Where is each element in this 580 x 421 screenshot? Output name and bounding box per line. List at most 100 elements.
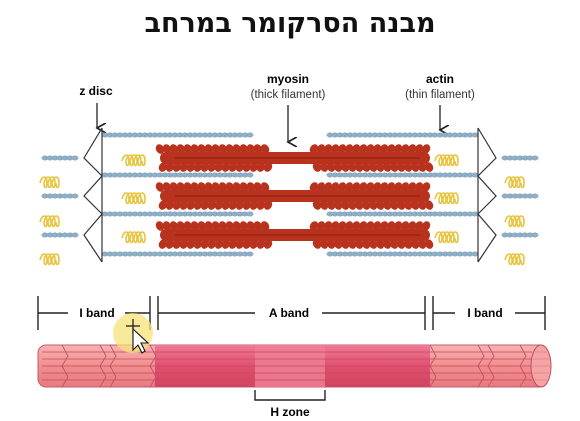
myosin-head [218, 221, 228, 231]
myosin-head [211, 221, 221, 231]
myosin-head [407, 144, 417, 154]
myosin-head [354, 162, 364, 172]
myosin-head [379, 182, 389, 192]
myosin-head [319, 162, 329, 172]
titin-spring [434, 231, 459, 244]
myosin-head [358, 182, 368, 192]
myosin-head [197, 221, 207, 231]
actin-bead [246, 211, 254, 217]
myosin-head [312, 162, 322, 172]
myosin-head [354, 200, 364, 210]
myosin-head [330, 221, 340, 231]
myosin-head [344, 182, 354, 192]
myosin-head [179, 239, 189, 249]
myosin-head [165, 200, 175, 210]
z-disc-line [83, 127, 103, 263]
myosin-head [372, 221, 382, 231]
myosin-head [351, 221, 361, 231]
myosin-head [372, 182, 382, 192]
myosin-head [361, 200, 371, 210]
myosin-head [396, 162, 406, 172]
myosin-head [253, 182, 263, 192]
myosin-head [197, 182, 207, 192]
myosin-head [316, 182, 326, 192]
move-cursor-icon [113, 313, 153, 354]
myosin-head [368, 239, 378, 249]
myosin-head [421, 221, 431, 231]
myosin-head [260, 144, 270, 154]
myosin-head [232, 221, 242, 231]
myosin-head [260, 182, 270, 192]
myosin-head [410, 239, 420, 249]
myosin-head [414, 182, 424, 192]
myosin-head [326, 239, 336, 249]
myosin-head [242, 239, 252, 249]
myosin-head [165, 162, 175, 172]
actin-bead [246, 251, 254, 257]
myosin-head [365, 182, 375, 192]
myosin-head [323, 144, 333, 154]
myosin-head [214, 200, 224, 210]
myosin-head [389, 162, 399, 172]
titin-spring [121, 231, 146, 244]
titin-spring [504, 215, 525, 228]
page-title: מבנה הסרקומר במרחב [144, 8, 436, 39]
actin-sublabel: (thin filament) [405, 89, 475, 101]
myosin-head [365, 144, 375, 154]
myosin-head [172, 162, 182, 172]
myosin-head [375, 162, 385, 172]
myosin-head [186, 239, 196, 249]
myosin-head [176, 144, 186, 154]
myosin-head [414, 144, 424, 154]
myosin-head [235, 162, 245, 172]
h-zone-bracket [254, 390, 326, 401]
titin-spring [434, 192, 459, 205]
myosin-head [309, 144, 319, 154]
myosin-head [193, 162, 203, 172]
actin-bead [71, 155, 79, 161]
z-disc-label: z disc [79, 84, 113, 98]
myosin-head [375, 239, 385, 249]
myosin-head [249, 162, 259, 172]
actin-bead [531, 232, 539, 238]
myosin-head [204, 144, 214, 154]
myosin-head [417, 239, 427, 249]
myosin-head [319, 239, 329, 249]
myosin-head [183, 221, 193, 231]
myosin-head [330, 182, 340, 192]
myosin-head [239, 182, 249, 192]
myosin-head [169, 221, 179, 231]
myosin-head [200, 200, 210, 210]
muscle-fiber [37, 344, 552, 388]
myosin-head [162, 144, 172, 154]
myosin-head [232, 182, 242, 192]
i-band-right-label: I band [467, 306, 502, 320]
myosin-label: myosin [267, 72, 309, 86]
myosin-head [183, 182, 193, 192]
myosin-head [316, 221, 326, 231]
myosin-head [263, 239, 273, 249]
titin-spring [121, 154, 146, 167]
myosin-head [386, 144, 396, 154]
myosin-head [172, 239, 182, 249]
myosin-head [424, 162, 434, 172]
h-zone-label: H zone [270, 405, 310, 419]
myosin-head [169, 182, 179, 192]
myosin-head [309, 182, 319, 192]
myosin-head [200, 162, 210, 172]
myosin-head [358, 144, 368, 154]
myosin-head [333, 162, 343, 172]
myosin-head [414, 221, 424, 231]
myosin-head [319, 200, 329, 210]
myosin-head [386, 182, 396, 192]
myosin-head [410, 200, 420, 210]
myosin-head [253, 144, 263, 154]
actin-bead [71, 232, 79, 238]
myosin-head [169, 144, 179, 154]
actin-filaments [41, 132, 539, 257]
myosin-filaments [155, 144, 434, 249]
z-discs [83, 127, 497, 263]
myosin-head [242, 200, 252, 210]
myosin-head [403, 239, 413, 249]
myosin-head [186, 200, 196, 210]
